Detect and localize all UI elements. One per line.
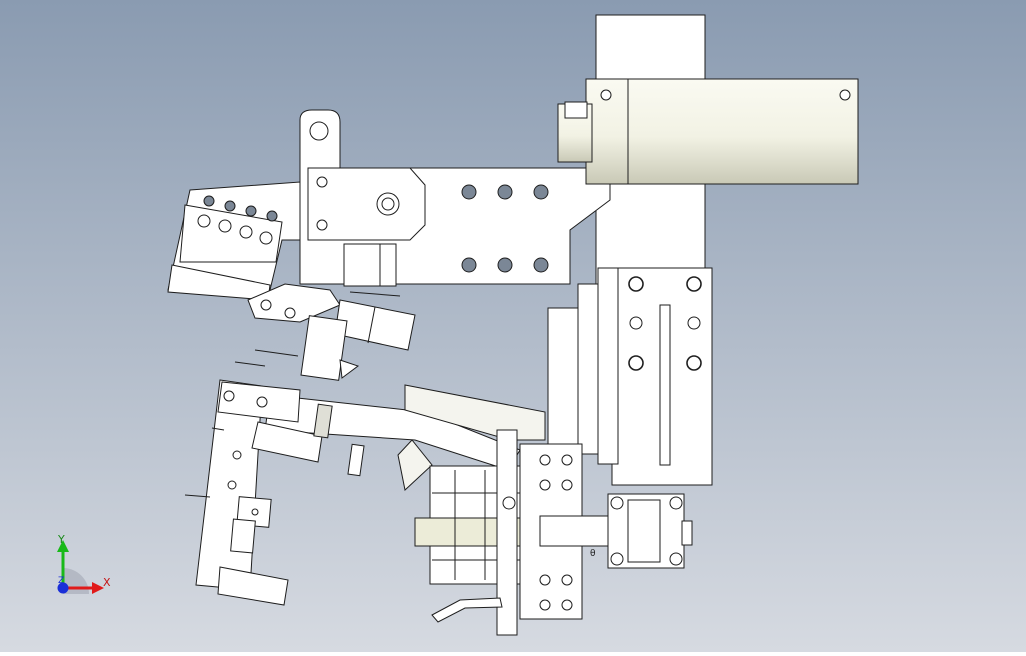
connecting-rod (539, 515, 619, 547)
clevis-hole (610, 552, 624, 566)
block-hole (197, 214, 211, 228)
coordinate-triad: Y X Z (57, 533, 111, 594)
lower-block-hole (561, 574, 573, 586)
pin (211, 427, 225, 431)
upper-bracket (307, 167, 426, 241)
slide-post-hole (502, 496, 516, 510)
bar-hole (256, 396, 268, 408)
gripper-clip (230, 518, 256, 554)
right-plate-hole (687, 316, 701, 330)
ear-hole (309, 121, 329, 141)
bracket-hole-2 (316, 219, 328, 231)
right-plate-hole (686, 355, 702, 371)
part-marker-label: θ (590, 549, 596, 559)
block-hole (266, 210, 278, 222)
right-plate-hole (686, 276, 702, 292)
lower-block-hole (539, 599, 551, 611)
vertical-rail (597, 267, 619, 465)
pin (254, 349, 299, 357)
gripper-hole (232, 450, 242, 460)
diagonal-arm-top (404, 384, 546, 441)
gripper-hole (227, 480, 237, 490)
clevis-hole (669, 552, 683, 566)
vertical-rail (547, 307, 579, 449)
plate-hole (461, 184, 477, 200)
lower-block-hole (561, 454, 573, 466)
bottom-hook (431, 597, 503, 623)
x-axis-arrow (92, 582, 104, 594)
plate-hole (497, 257, 513, 273)
jaw-pad (313, 403, 333, 439)
gripper-hole (251, 508, 259, 516)
z-axis-dot (57, 582, 69, 594)
finger-stem (300, 315, 348, 381)
pin (349, 291, 401, 297)
right-plate-slot (659, 304, 671, 466)
vertical-rail (577, 283, 599, 455)
lower-block-hole (561, 599, 573, 611)
bar-hole (223, 390, 235, 402)
finger-hole (260, 299, 272, 311)
jaw-tip (397, 439, 433, 491)
gripper-foot (217, 566, 289, 606)
support-block (343, 243, 397, 287)
block-hole (203, 195, 215, 207)
gripper-jaw (251, 421, 323, 463)
finger-tip (339, 359, 360, 379)
plate-hole (461, 257, 477, 273)
block-hole (218, 219, 232, 233)
y-axis-arrow (57, 540, 69, 552)
clevis-hole (669, 496, 683, 510)
cylinder-port-hole (600, 89, 612, 101)
jaw-pad (347, 443, 365, 477)
clevis-boss (627, 499, 661, 563)
lower-block-hole (539, 479, 551, 491)
clevis-tab (681, 520, 693, 546)
clevis-hole (610, 496, 624, 510)
x-axis-label: X (103, 576, 111, 589)
z-axis-label: Z (58, 576, 64, 586)
right-plate-hole (628, 355, 644, 371)
bracket-hole-1 (316, 176, 328, 188)
plate-hole (533, 184, 549, 200)
lower-block-hole (539, 574, 551, 586)
assembly: θ (167, 14, 859, 636)
slide-post (496, 429, 518, 636)
lower-block-hole (561, 479, 573, 491)
block-hole (259, 231, 273, 245)
plate-hole (497, 184, 513, 200)
cylinder-body (624, 78, 859, 185)
right-plate-hole (628, 276, 644, 292)
cylinder-port-hole (839, 89, 851, 101)
y-axis-label: Y (57, 533, 65, 546)
pin (234, 361, 266, 367)
plate-hole (533, 257, 549, 273)
finger-hole (284, 307, 296, 319)
pin (184, 494, 211, 498)
block-hole (245, 205, 257, 217)
right-plate-hole (629, 316, 643, 330)
block-hole (224, 200, 236, 212)
cylinder-port (564, 101, 588, 119)
lower-block-hole (539, 454, 551, 466)
block-hole (239, 225, 253, 239)
bracket-boss-inner (381, 197, 395, 211)
